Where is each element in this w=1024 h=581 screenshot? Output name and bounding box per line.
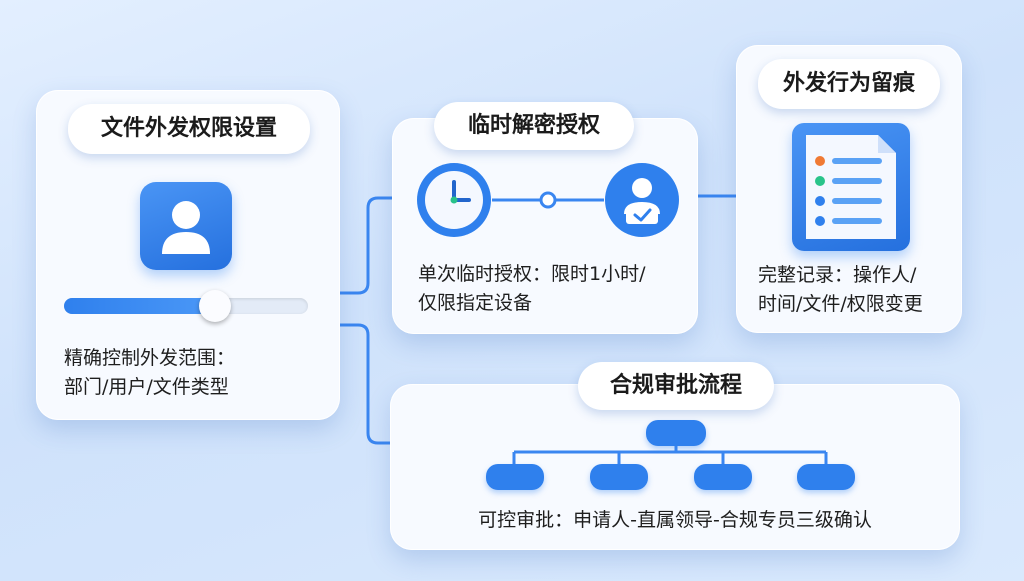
desc-line-1: 完整记录：操作人/ [758, 264, 917, 286]
slider-thumb[interactable] [199, 290, 232, 322]
org-node-3 [694, 464, 752, 490]
card-title: 临时解密授权 [434, 102, 634, 150]
org-node-1 [486, 464, 544, 490]
desc-line-1: 精确控制外发范围： [64, 347, 236, 369]
org-node-4 [797, 464, 855, 490]
card-file-permissions: 文件外发权限设置 精确控制外发范围： 部门/用户/文件类型 [36, 90, 340, 420]
org-node-top [646, 420, 706, 446]
org-chart-icon [486, 420, 866, 492]
scope-slider[interactable] [64, 290, 308, 322]
card-description: 完整记录：操作人/ 时间/文件/权限变更 [758, 261, 923, 319]
document-list-icon [792, 123, 910, 251]
desc-line-2: 部门/用户/文件类型 [64, 376, 229, 398]
slider-fill [64, 298, 216, 314]
card-title: 合规审批流程 [578, 362, 774, 410]
card-description: 精确控制外发范围： 部门/用户/文件类型 [64, 344, 235, 402]
desc-line-1: 单次临时授权：限时1小时/ [418, 263, 646, 285]
card-title: 文件外发权限设置 [68, 104, 310, 154]
org-node-2 [590, 464, 648, 490]
card-description: 单次临时授权：限时1小时/ 仅限指定设备 [418, 260, 646, 318]
desc-line-2: 时间/文件/权限变更 [758, 293, 923, 315]
card-approval-flow: 合规审批流程 可控审批：申请人-直属领导-合规专员三级确认 [390, 362, 960, 550]
card-title: 外发行为留痕 [758, 59, 940, 109]
connector-card1-to-card4 [340, 323, 392, 445]
user-icon [140, 182, 232, 270]
user-check-icon [602, 160, 682, 240]
connector-card1-to-card2 [340, 196, 392, 295]
desc-line-2: 仅限指定设备 [418, 292, 533, 314]
clock-icon [414, 160, 494, 240]
desc-line-1: 可控审批：申请人-直属领导-合规专员三级确认 [478, 509, 872, 531]
card-temp-decrypt: 临时解密授权 单次临时授权：限时1小时/ 仅限指定设备 [392, 102, 698, 334]
card-audit-trail: 外发行为留痕 完整记录：操作人/ 时间/文件/权限变更 [736, 45, 962, 333]
card-description: 可控审批：申请人-直属领导-合规专员三级确认 [390, 506, 960, 535]
timeline-link [492, 191, 604, 209]
